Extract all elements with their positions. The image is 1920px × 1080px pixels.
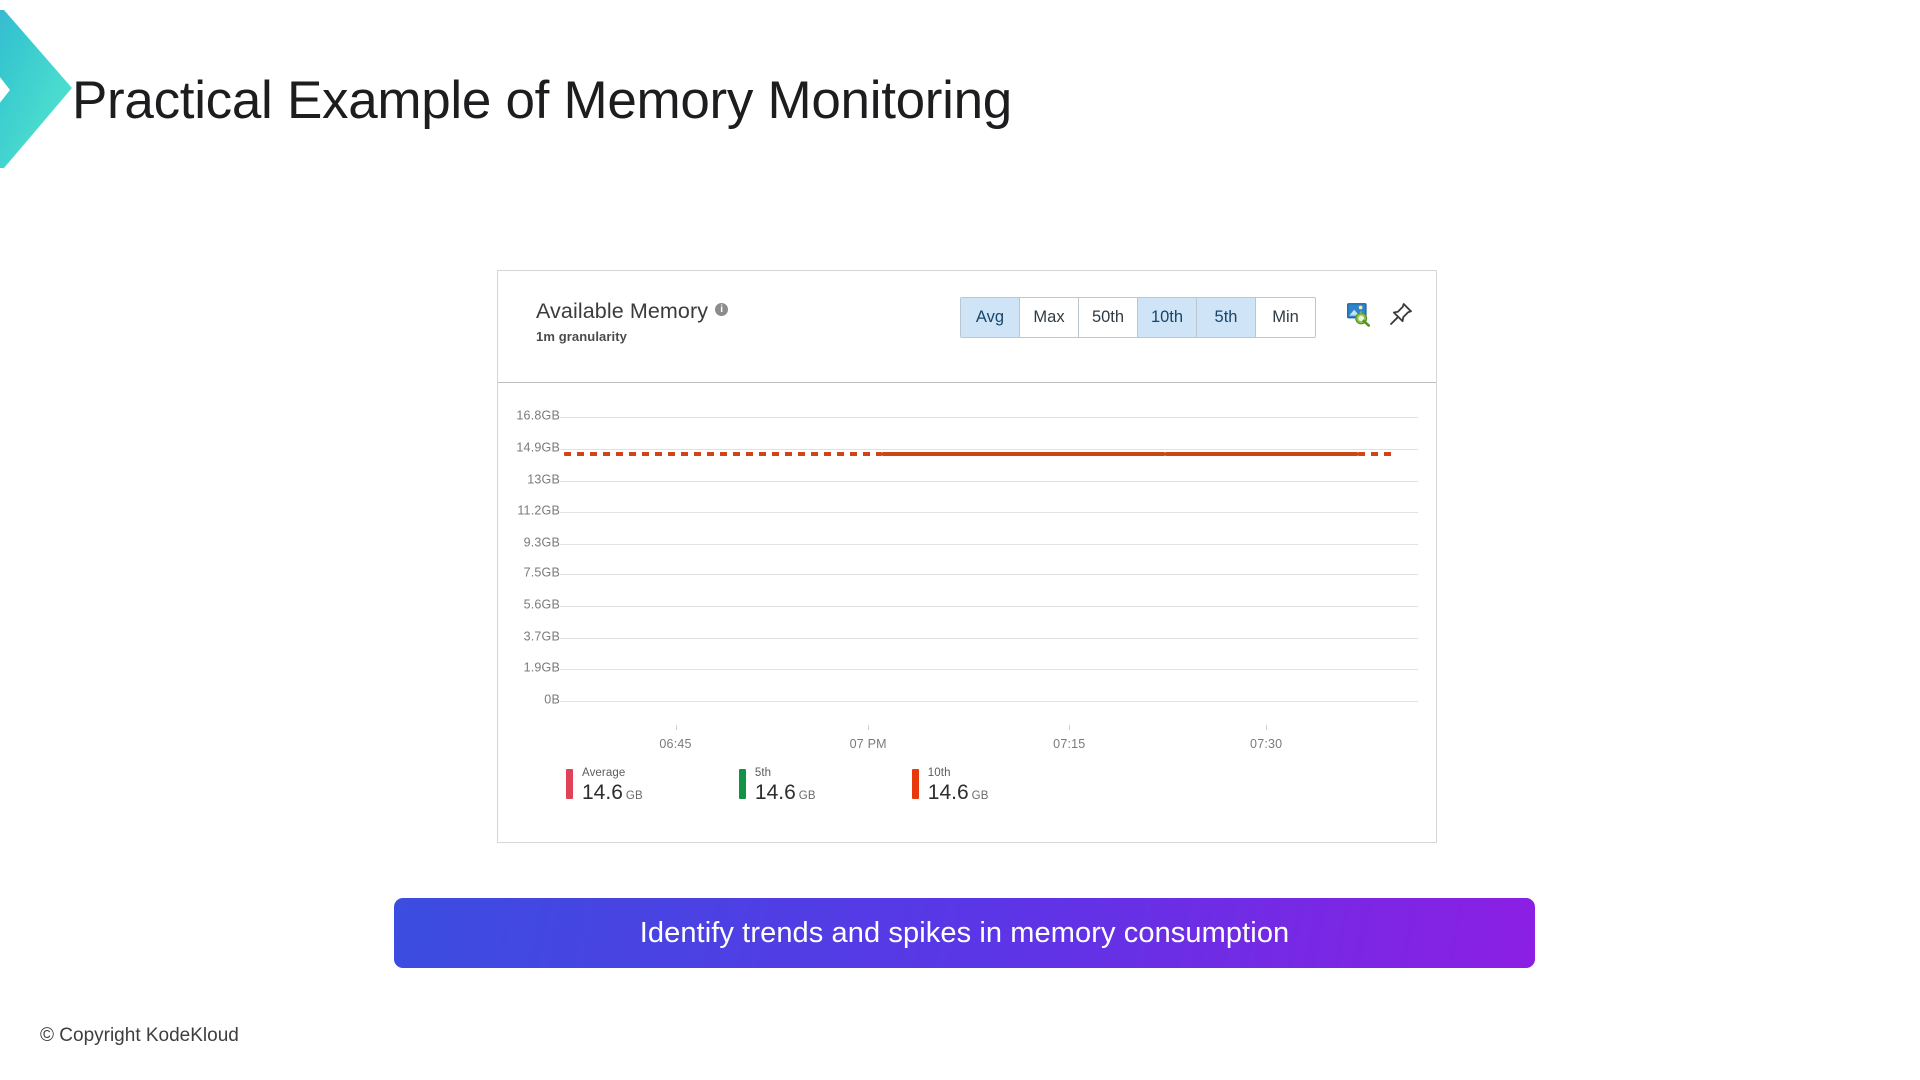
x-axis-tick-mark [675,725,677,730]
legend-color-swatch [911,769,919,799]
y-axis-tick-label: 11.2GB [517,503,560,518]
aggregation-button-10th[interactable]: 10th [1138,298,1197,337]
x-axis-tick-label: 06:45 [659,737,692,751]
brand-chevron-icon [0,10,72,168]
x-axis-tick-mark [868,725,870,730]
takeaway-text: Identify trends and spikes in memory con… [639,916,1290,949]
legend-value-unit: GB [625,789,643,802]
x-axis-tick-mark [1266,725,1268,730]
chart-header-actions [1346,301,1414,327]
x-axis-labels: 06:45 07 PM 07:15 07:30 [560,725,1416,763]
y-axis-tick-label: 16.8GB [516,408,560,423]
legend-value-unit: GB [798,789,816,802]
header-divider [498,382,1436,383]
series-segment [1164,452,1358,457]
aggregation-button-min[interactable]: Min [1256,298,1315,337]
y-axis-tick-label: 14.9GB [516,440,560,455]
legend-color-swatch [566,769,573,799]
gridline [560,668,1418,670]
copyright-text: © Copyright KodeKloud [40,1025,239,1046]
gridline [560,701,1418,702]
chart-zoom-icon[interactable] [1346,301,1372,327]
aggregation-button-50th[interactable]: 50th [1079,298,1138,337]
gridline [560,481,1418,483]
x-axis-tick-label: 07:30 [1250,737,1283,751]
page-title: Practical Example of Memory Monitoring [72,71,1012,130]
gridline [560,543,1418,545]
gridline [560,511,1418,513]
pin-icon[interactable] [1388,301,1414,327]
gridline [560,574,1418,576]
legend-series-name: Average [582,767,626,779]
y-axis-tick-label: 13GB [527,472,560,487]
legend-value-number: 14.6 [927,780,969,804]
plot-area: 16.8GB 14.9GB 13GB 11.2GB 9.3GB 7.5GB 5.6GB 3.7… [498,389,1438,729]
legend-value-unit: GB [971,789,989,802]
granularity-label: 1m granularity [536,329,627,344]
y-axis-tick-label: 1.9GB [523,660,560,675]
aggregation-button-avg[interactable]: Avg [961,298,1020,337]
info-circle-icon[interactable]: i [715,303,729,316]
aggregation-button-5th[interactable]: 5th [1197,298,1256,337]
y-axis-tick-label: 9.3GB [523,535,560,550]
x-axis-tick-mark [1069,725,1071,730]
series-line-average [560,389,1418,729]
y-axis-tick-label: 0B [544,692,560,707]
legend-series-name: 10th [927,767,951,779]
y-axis-tick-label: 3.7GB [523,630,560,645]
series-segment [564,452,882,457]
legend-value-number: 14.6 [754,780,796,804]
gridline [560,417,1418,418]
y-axis-tick-label: 5.6GB [523,597,560,612]
series-segment [1357,452,1397,457]
legend-color-swatch [738,769,746,799]
gridline [560,449,1418,451]
metric-title: Available Memory [536,299,709,323]
x-axis-tick-label: 07 PM [849,737,887,751]
aggregation-button-max[interactable]: Max [1020,298,1079,337]
gridline [560,638,1418,640]
legend-series-name: 5th [754,767,772,779]
y-axis-tick-label: 7.5GB [523,565,560,580]
x-axis-tick-label: 07:15 [1053,737,1086,751]
metric-title-block: Available Memory i 1m granularity [536,299,729,344]
legend-value-number: 14.6 [582,780,623,804]
takeaway-banner: Identify trends and spikes in memory con… [394,898,1535,968]
gridline [560,606,1418,608]
series-segment [881,452,1165,457]
